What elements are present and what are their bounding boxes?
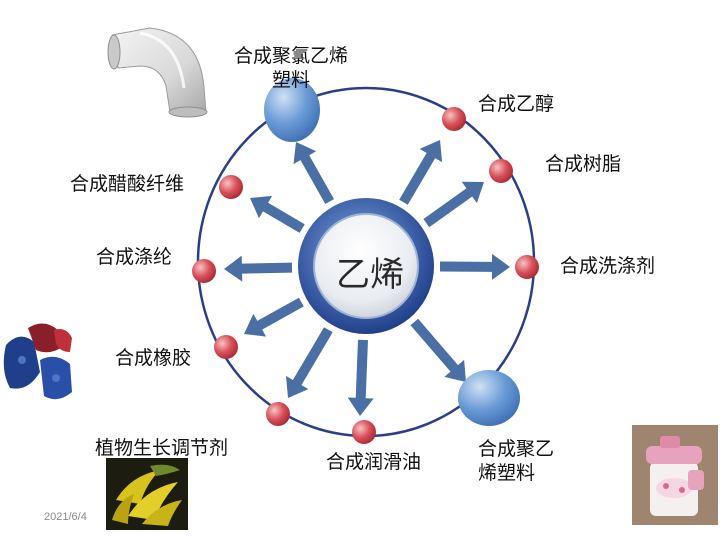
arrow-to-plant-regulator <box>286 327 333 398</box>
pipe-elbow-photo <box>107 27 208 118</box>
label-pe: 合成聚乙 烯塑料 <box>478 437 554 485</box>
arrow-to-rubber <box>244 297 304 337</box>
rubber-toy-photo <box>0 318 75 406</box>
node-polyester <box>192 259 216 283</box>
label-lubricant: 合成润滑油 <box>326 451 422 473</box>
label-acetate-fiber: 合成醋酸纤维 <box>70 173 185 195</box>
label-resin: 合成树脂 <box>545 153 622 175</box>
node-resin <box>489 159 513 183</box>
arrow-to-lubricant <box>347 339 374 416</box>
node-rubber <box>214 335 238 359</box>
label-pvc-line2: 塑料 <box>271 69 310 91</box>
label-pe-line2: 烯塑料 <box>478 462 536 484</box>
label-pvc: 合成聚氯乙烯 塑料 <box>206 44 376 92</box>
node-pvc <box>264 78 320 142</box>
label-detergent: 合成洗涤剂 <box>560 255 656 277</box>
node-ethanol <box>442 107 466 131</box>
label-pe-line1: 合成聚乙 <box>478 438 555 460</box>
label-rubber: 合成橡胶 <box>115 347 192 369</box>
footer-date: 2021/6/4 <box>44 511 87 523</box>
node-detergent <box>515 255 539 279</box>
arrow-to-ethanol <box>399 140 443 205</box>
arrow-to-pvc <box>293 142 334 204</box>
label-ethanol: 合成乙醇 <box>478 93 555 115</box>
node-plant-regulator <box>266 402 290 426</box>
node-lubricant <box>352 420 376 444</box>
plastic-bottle-photo <box>632 425 718 525</box>
arrow-to-detergent <box>440 253 510 280</box>
label-polyester: 合成涤纶 <box>96 246 173 268</box>
arrow-to-polyester <box>224 255 293 282</box>
node-acetate-fiber <box>219 175 243 199</box>
label-pvc-line1: 合成聚氯乙烯 <box>233 45 348 67</box>
center-hub-inner <box>313 213 419 319</box>
banana-photo <box>106 458 188 530</box>
label-plant-regulator: 植物生长调节剂 <box>95 437 229 459</box>
arrows-group <box>224 140 510 416</box>
arrow-to-acetate-fiber <box>250 195 305 233</box>
center-label-ethylene: 乙烯 <box>336 255 404 295</box>
arrow-to-resin <box>423 181 484 228</box>
node-pe <box>458 370 520 426</box>
arrow-to-pe <box>410 318 466 382</box>
